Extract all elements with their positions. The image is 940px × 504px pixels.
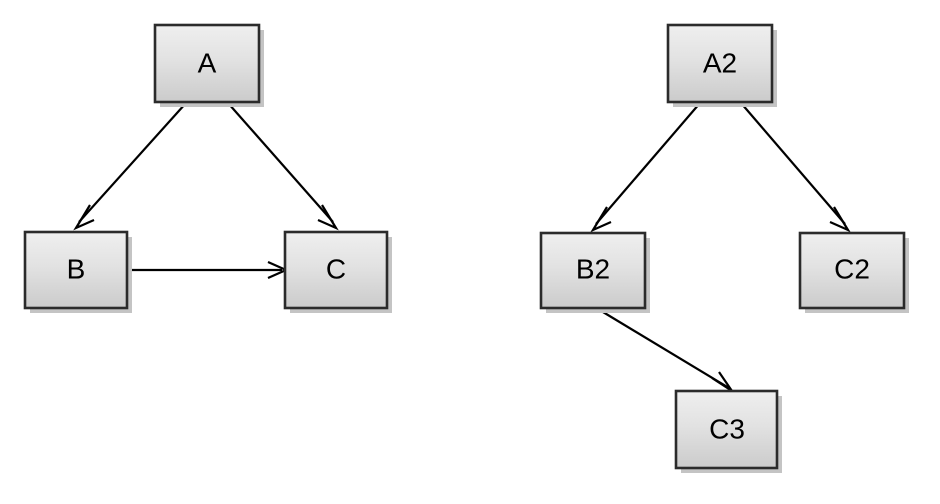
node-c3-label: C3 (709, 413, 745, 444)
node-b[interactable]: B (23, 230, 132, 313)
node-b2[interactable]: B2 (539, 231, 650, 313)
node-c3[interactable]: C3 (674, 389, 782, 473)
edge-a-to-b-arrowhead (73, 204, 95, 231)
edge-b2-to-c3-line (597, 308, 730, 389)
node-c2[interactable]: C2 (798, 231, 909, 313)
node-a2-label: A2 (703, 47, 737, 78)
edge-a-to-c[interactable] (227, 102, 339, 231)
edge-b2-to-c3-arrowhead (711, 371, 733, 392)
edge-a2-to-b2[interactable] (590, 102, 701, 233)
node-a-label: A (198, 47, 217, 78)
node-c-rect (283, 230, 389, 310)
node-a[interactable]: A (153, 23, 264, 107)
node-b2-rect (539, 231, 647, 310)
node-b-label: B (67, 253, 86, 284)
node-a-rect (153, 23, 261, 104)
node-b-rect (23, 230, 129, 310)
edge-a-to-b[interactable] (73, 102, 187, 231)
edge-b-to-c[interactable] (128, 260, 289, 280)
node-c2-label: C2 (834, 253, 870, 284)
edge-a2-to-c2[interactable] (740, 102, 851, 233)
node-a2[interactable]: A2 (666, 23, 777, 107)
edge-a2-to-c2-line (740, 102, 846, 225)
node-c[interactable]: C (283, 230, 392, 313)
node-a2-rect (666, 23, 774, 104)
edge-a2-to-b2-arrowhead (590, 206, 612, 233)
graph-left: A B C (23, 23, 392, 313)
edge-b2-to-c3[interactable] (597, 308, 733, 392)
edge-a-to-c-arrowhead (317, 204, 339, 231)
edge-a2-to-c2-arrowhead (829, 206, 851, 233)
edge-a2-to-b2-line (595, 102, 701, 225)
node-c-label: C (326, 253, 346, 284)
edge-a-to-b-line (78, 102, 187, 223)
node-c2-rect (798, 231, 906, 310)
node-b2-label: B2 (576, 253, 610, 284)
edge-a-to-c-line (227, 102, 334, 223)
graph-right: A2 B2 C2 C3 (539, 23, 909, 473)
node-c3-rect (674, 389, 779, 470)
